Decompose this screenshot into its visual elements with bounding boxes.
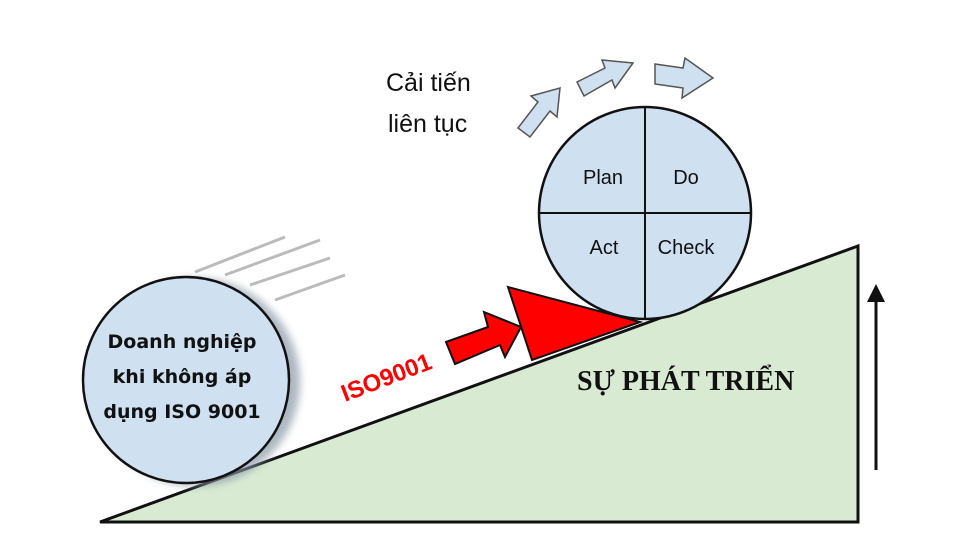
pdca-act: Act <box>590 237 619 259</box>
pdca-do: Do <box>673 167 699 189</box>
pdca-check: Check <box>658 237 716 259</box>
improvement-arrow-1-icon <box>516 86 561 139</box>
iso-label: ISO9001 <box>337 348 435 407</box>
improvement-arrow-2-icon <box>575 59 635 98</box>
company-label-3: dụng ISO 9001 <box>103 401 260 423</box>
iso-arrow-icon <box>444 310 523 366</box>
pdca-circle <box>537 105 753 321</box>
growth-label: SỰ PHÁT TRIỂN <box>577 365 794 397</box>
improvement-label-1: Cải tiến <box>386 69 471 97</box>
improvement-arrow-3-icon <box>654 56 715 100</box>
company-label-1: Doanh nghiệp <box>108 331 257 353</box>
company-label-2: khi không áp <box>113 366 252 388</box>
motion-lines <box>194 235 346 302</box>
company-circle <box>81 275 291 485</box>
pdca-plan: Plan <box>583 167 623 189</box>
up-arrow-icon <box>867 284 885 470</box>
improvement-label-2: liên tục <box>388 110 467 138</box>
iso-wedge <box>506 285 644 362</box>
